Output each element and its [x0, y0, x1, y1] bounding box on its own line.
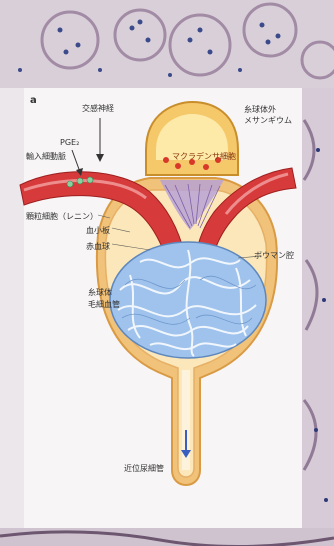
- label-macula-densa: マクラデンサ細胞: [172, 152, 236, 162]
- label-platelet: 血小板: [86, 226, 110, 236]
- label-red-blood-cell: 赤血球: [86, 242, 110, 252]
- label-sympathetic-nerve: 交感神経: [82, 104, 114, 114]
- label-glomerulus: 糸球体: [88, 288, 112, 298]
- label-afferent-arteriole: 輸入細動脈: [26, 152, 66, 162]
- label-glomerular-capillary: 毛細血管: [88, 300, 120, 310]
- label-granular-cell: 顆粒細胞（レニン）: [26, 212, 98, 222]
- label-pge2: PGE₂: [60, 138, 79, 148]
- label-proximal-tubule: 近位尿細管: [124, 464, 164, 474]
- panel-letter: a: [30, 95, 37, 106]
- label-bowman-capsule: ボウマン腔: [254, 251, 294, 261]
- label-extraglomerular-mesangium: 糸球体外 メサンギウム: [244, 104, 292, 126]
